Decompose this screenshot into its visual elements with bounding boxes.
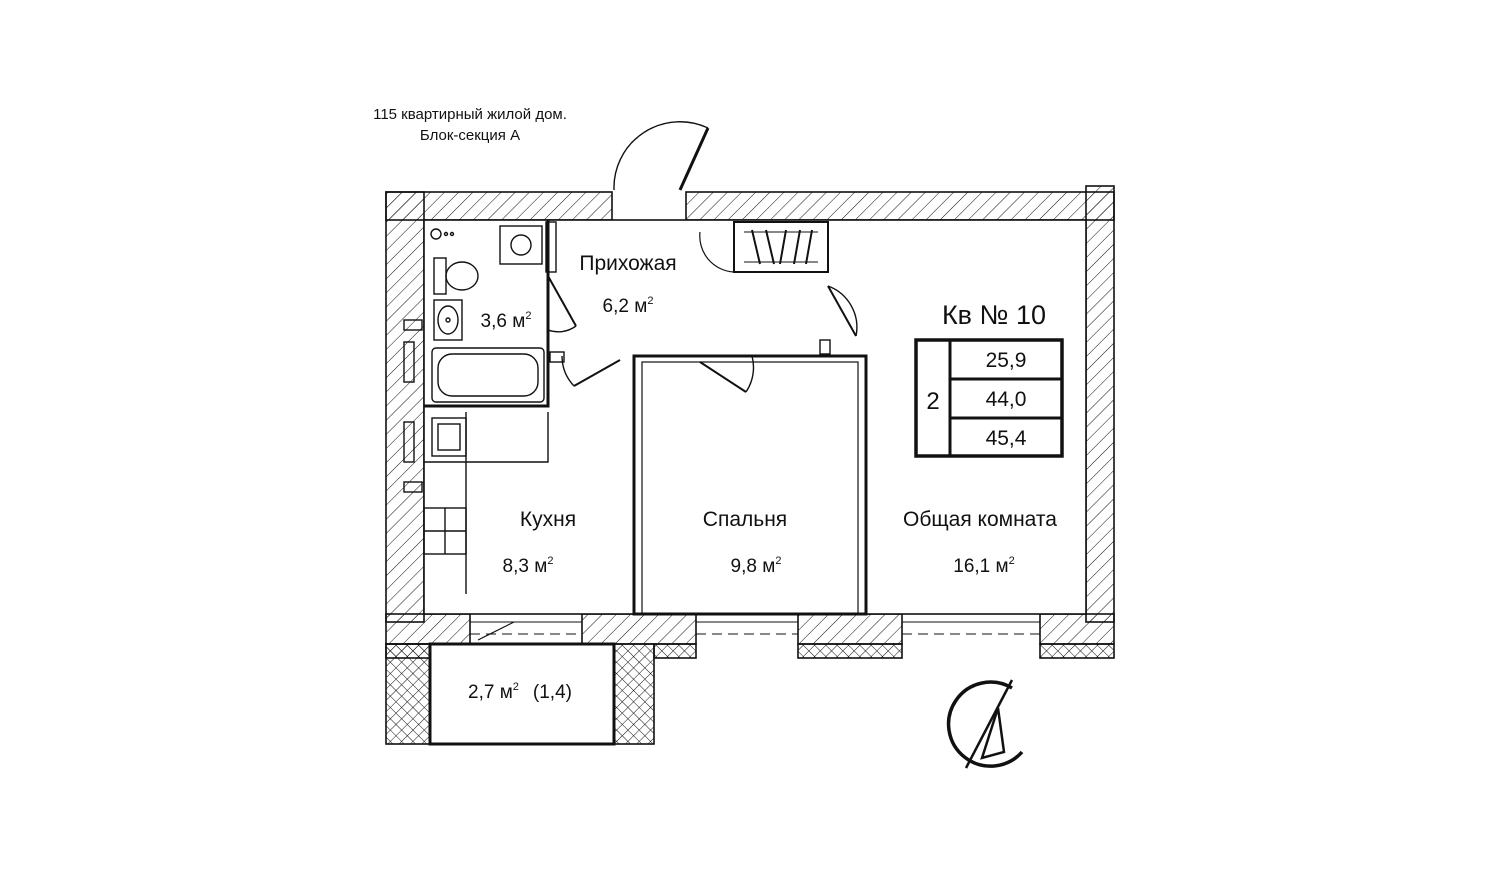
kitchen-fixtures bbox=[403, 221, 831, 594]
room-area-balcony: 2,7 м2(1,4) bbox=[468, 681, 572, 703]
wall-bottom-1 bbox=[385, 613, 471, 645]
north-arrow-icon bbox=[946, 679, 1024, 769]
apartment-info: Кв № 10 2 25,9 44,0 45,4 bbox=[914, 300, 1064, 458]
bathtub bbox=[431, 347, 545, 403]
room-name-hall: Прихожая bbox=[579, 252, 676, 275]
wall-bottom-1-lower bbox=[385, 643, 431, 659]
bathroom-fixtures bbox=[430, 225, 545, 403]
wall-bottom-3 bbox=[797, 613, 903, 645]
exterior-walls bbox=[385, 185, 1115, 745]
wall-bottom-4 bbox=[1039, 613, 1115, 645]
living-area: 25,9 bbox=[986, 349, 1027, 372]
balcony-wall-left bbox=[385, 643, 431, 745]
wall-right bbox=[1085, 185, 1115, 623]
project-title: 115 квартирный жилой дом. bbox=[373, 106, 567, 123]
room-name-kitchen: Кухня bbox=[520, 508, 576, 531]
wall-bottom-2-lower bbox=[653, 643, 697, 659]
wall-left bbox=[385, 191, 425, 623]
interior-walls bbox=[423, 219, 1087, 746]
wall-top-right bbox=[685, 191, 1115, 221]
balcony-wall-right bbox=[613, 643, 655, 745]
block-section: Блок-секция А bbox=[419, 127, 521, 144]
wall-bottom-4-lower bbox=[1039, 643, 1115, 659]
room-area-hall: 6,2 м2 bbox=[603, 295, 654, 317]
wall-bottom-3-lower bbox=[797, 643, 903, 659]
total-area: 44,0 bbox=[986, 388, 1027, 411]
doors bbox=[477, 121, 858, 641]
washbasin bbox=[433, 299, 463, 341]
room-area-bath: 3,6 м2 bbox=[481, 310, 532, 332]
room-area-living: 16,1 м2 bbox=[953, 555, 1014, 577]
room-area-bedroom: 9,8 м2 bbox=[731, 555, 782, 577]
wall-bottom-2 bbox=[581, 613, 697, 645]
room-labels: Прихожая 6,2 м2 3,6 м2 Кухня 8,3 м2 Спал… bbox=[468, 252, 1057, 703]
apartment-title: Кв № 10 bbox=[942, 300, 1046, 330]
wardrobe bbox=[733, 221, 829, 273]
room-name-bedroom: Спальня bbox=[703, 508, 787, 531]
project-caption: 115 квартирный жилой дом. Блок-секция А bbox=[300, 104, 640, 146]
room-area-kitchen: 8,3 м2 bbox=[503, 555, 554, 577]
rooms-count: 2 bbox=[926, 388, 939, 415]
toilet-bowl bbox=[445, 261, 479, 291]
washing-machine bbox=[499, 225, 543, 265]
room-name-living: Общая комната bbox=[903, 508, 1057, 531]
total-area-balcony: 45,4 bbox=[986, 427, 1027, 450]
